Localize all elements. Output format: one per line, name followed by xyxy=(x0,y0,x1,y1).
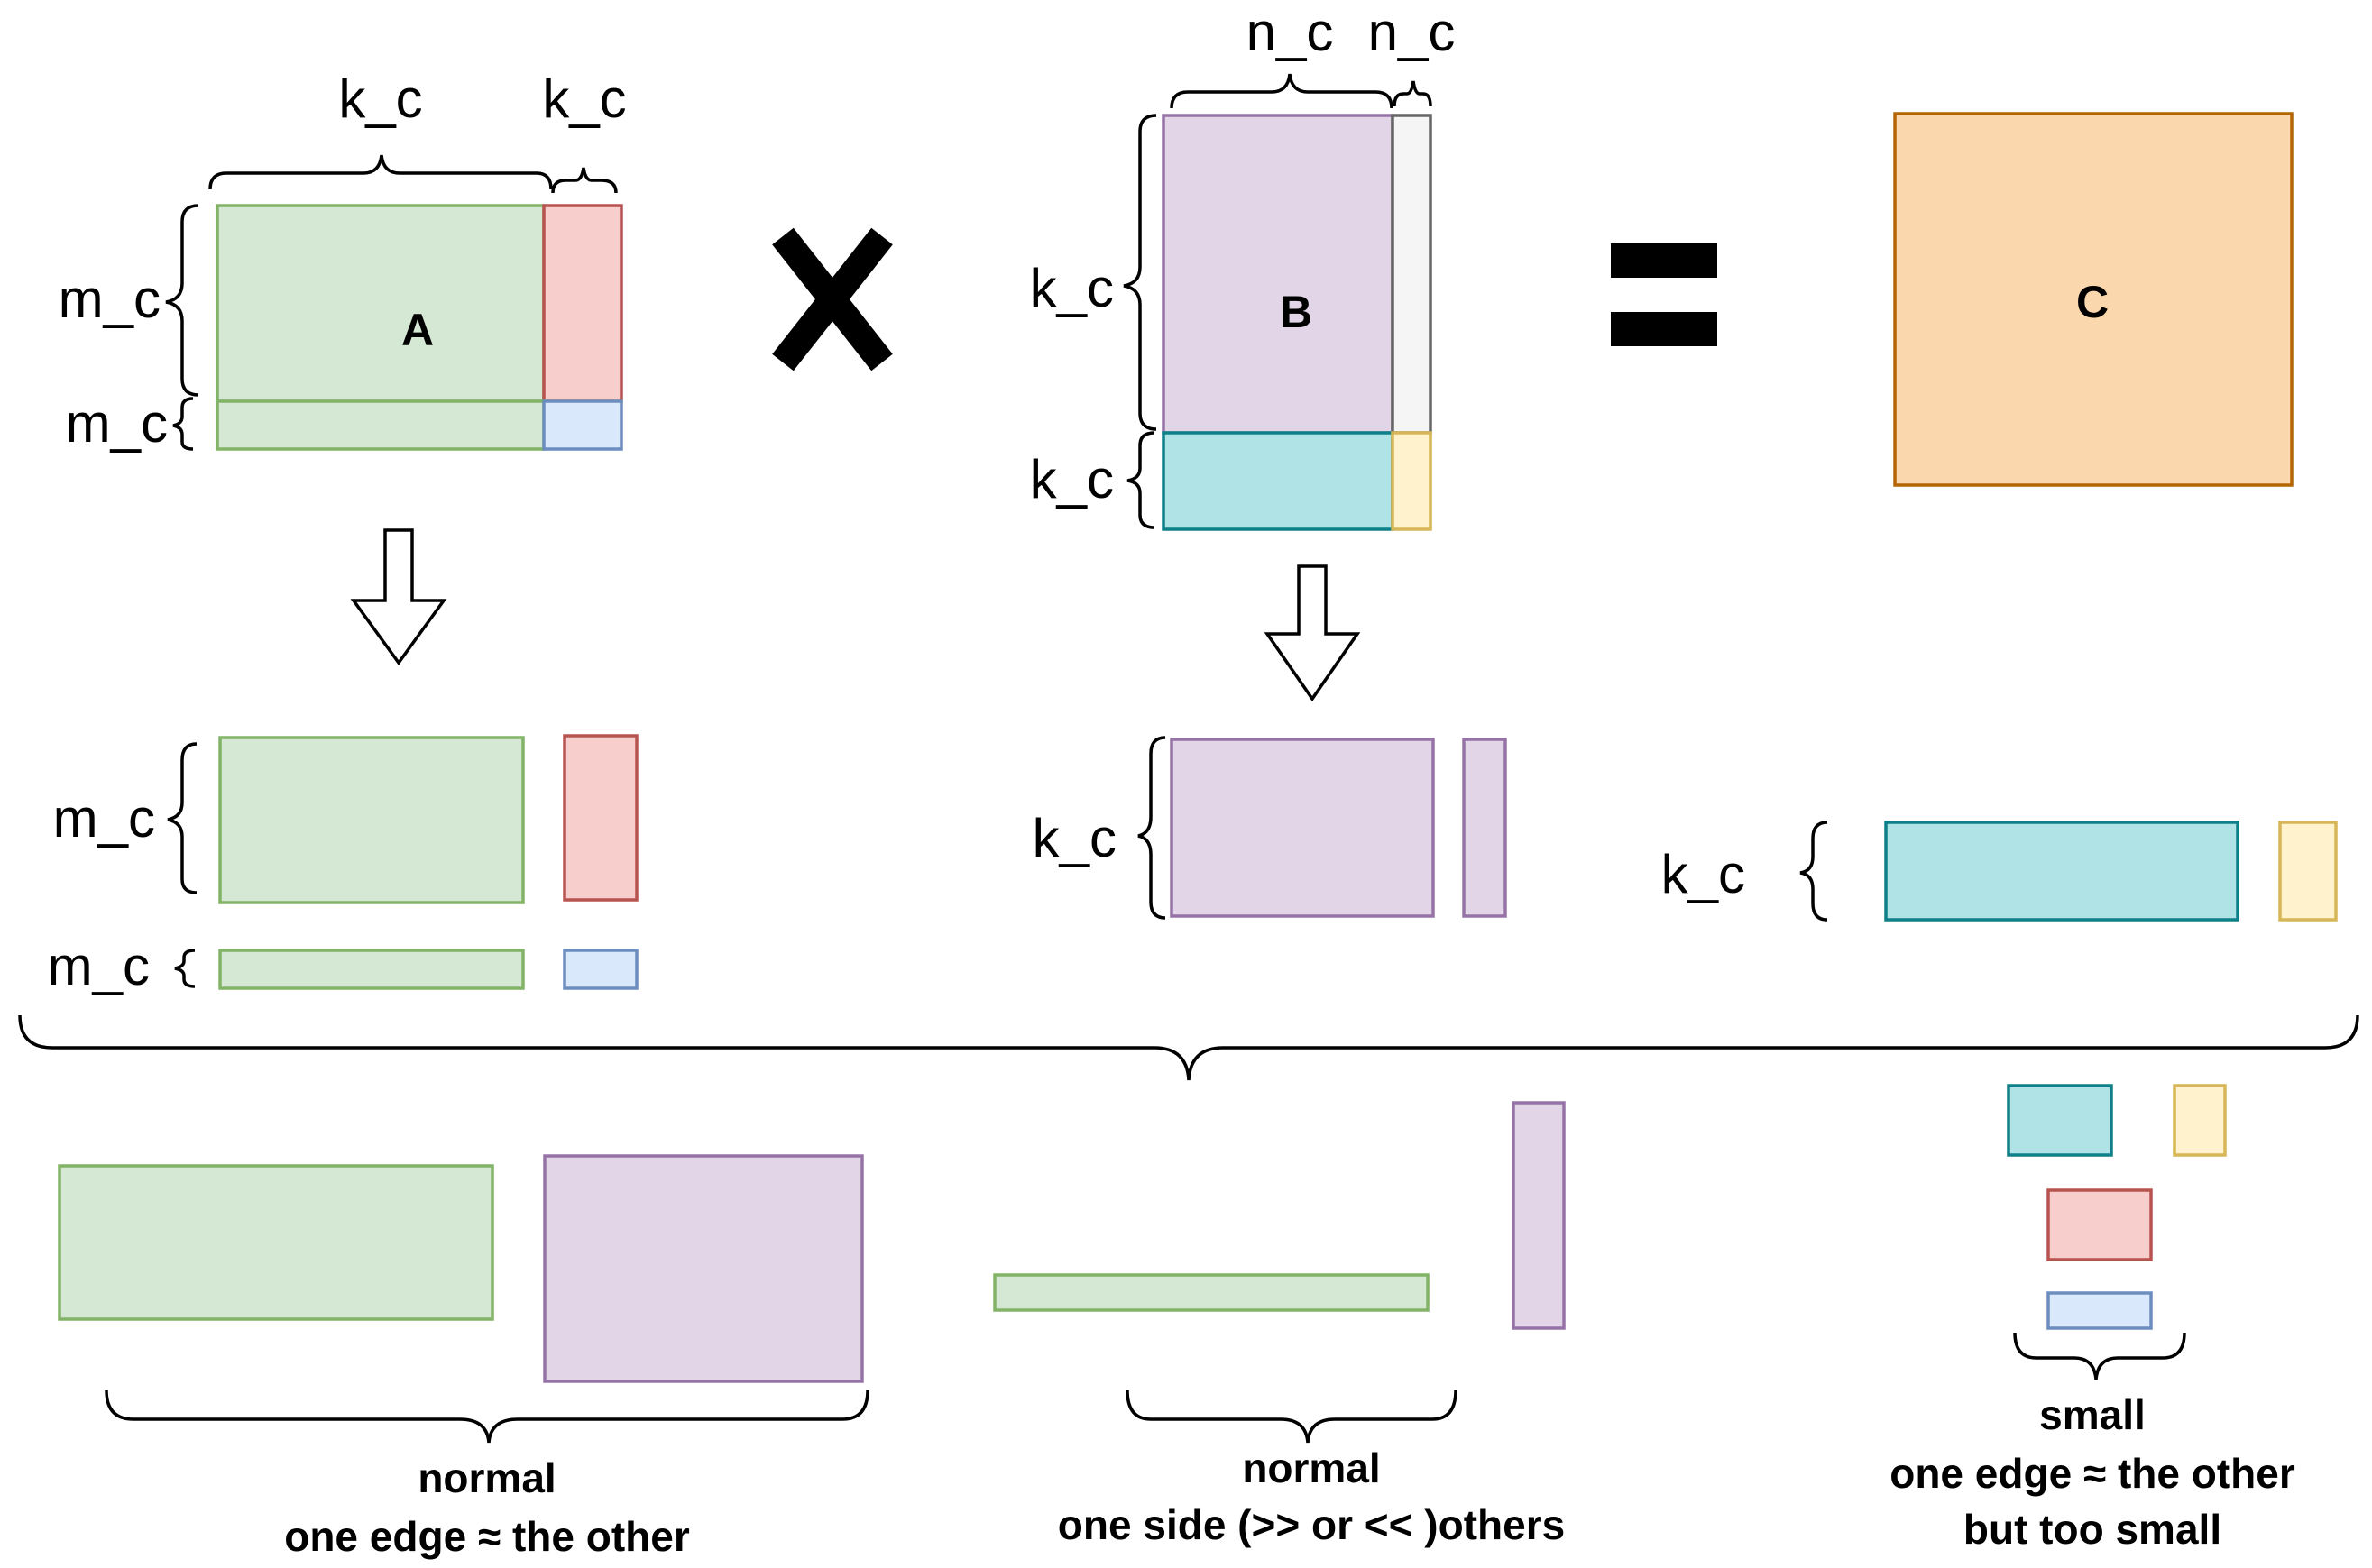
bottom-normal-green-block xyxy=(58,1164,494,1321)
b-bottom-label: k_c xyxy=(1661,844,1745,904)
matrix-c-group: C xyxy=(1893,112,2294,487)
matrix-b-row-label-edge: k_c xyxy=(1030,449,1114,509)
a-split-group: m_c m_c xyxy=(48,734,639,996)
a-split-label-main: m_c xyxy=(53,788,155,848)
down-arrow-a-icon xyxy=(350,528,447,665)
matrix-b-group: B n_c n_c k_c k_c xyxy=(1030,2,1456,531)
b-bottom-yellow-block xyxy=(2278,821,2338,922)
matrix-b-right-edge-block xyxy=(1391,114,1432,435)
b-split-brace xyxy=(1137,736,1166,920)
a-split-brace-main xyxy=(167,742,198,894)
bottom-small-blue-block xyxy=(2046,1291,2153,1330)
b-split-main-block xyxy=(1170,738,1435,918)
matrix-b-col-label-main: n_c xyxy=(1246,2,1334,62)
matrix-a-row-label-main: m_c xyxy=(59,269,161,329)
bottom-normal-group: normal one edge ≈ the other xyxy=(58,1154,869,1560)
matrix-b-main-block xyxy=(1162,114,1394,435)
bottom-small-cyan-block xyxy=(2007,1084,2113,1157)
bottom-normal-caption-1: normal xyxy=(418,1454,556,1501)
matrix-a-corner-block xyxy=(542,399,623,451)
matrix-a-label: A xyxy=(401,305,434,355)
matrix-c-label: C xyxy=(2076,277,2109,327)
matrix-b-left-brace-main xyxy=(1123,114,1157,431)
a-split-bottom-block xyxy=(218,949,525,990)
matrix-c-block xyxy=(1893,112,2294,487)
a-split-main-block xyxy=(218,736,525,904)
bottom-normal-purple-block xyxy=(543,1154,864,1383)
b-bottom-split-group: k_c xyxy=(1661,821,2338,922)
multiply-icon xyxy=(772,227,893,371)
bottom-small-group: small one edge ≈ the other but too small xyxy=(1889,1084,2295,1553)
matrix-b-top-brace-main xyxy=(1170,73,1393,109)
matrix-a-col-label-edge: k_c xyxy=(542,69,626,129)
matrix-a-left-brace-edge xyxy=(172,397,194,451)
matrix-a-bottom-edge-block xyxy=(216,399,546,451)
bottom-skinny-caption-2: one side (>> or << )others xyxy=(1058,1501,1565,1548)
matrix-a-top-brace-main xyxy=(208,154,553,190)
grouping-brace xyxy=(18,1014,2359,1081)
bottom-normal-brace xyxy=(105,1389,869,1444)
matrix-a-col-label-main: k_c xyxy=(338,69,422,129)
down-arrow-b-icon xyxy=(1264,564,1361,702)
equals-icon xyxy=(1611,243,1717,346)
bottom-skinny-purple-block xyxy=(1512,1101,1566,1330)
bottom-skinny-caption-1: normal xyxy=(1242,1444,1380,1491)
matrix-b-label: B xyxy=(1280,287,1312,337)
matrix-b-corner-block xyxy=(1391,431,1432,531)
b-bottom-cyan-block xyxy=(1884,821,2239,922)
bottom-small-yellow-block xyxy=(2173,1084,2227,1157)
matrix-a-left-brace-main xyxy=(165,204,199,397)
matrix-a-main-block xyxy=(216,204,546,403)
a-split-corner-block xyxy=(563,949,639,990)
a-split-brace-edge xyxy=(174,949,196,988)
bottom-skinny-brace xyxy=(1126,1389,1457,1444)
b-split-group: k_c xyxy=(1033,736,1507,920)
matrix-a-top-brace-edge xyxy=(551,167,618,194)
bottom-small-brace xyxy=(2013,1332,2186,1380)
matrix-a-group: A k_c k_c m_c m_c xyxy=(59,69,627,454)
matrix-a-right-edge-block xyxy=(542,204,623,403)
matrix-b-top-brace-edge xyxy=(1393,80,1432,107)
matrix-b-left-brace-edge xyxy=(1126,431,1155,529)
matrix-a-row-label-edge: m_c xyxy=(66,393,168,454)
bottom-small-caption-2: one edge ≈ the other xyxy=(1889,1450,2295,1497)
matrix-b-row-label-main: k_c xyxy=(1030,258,1114,318)
b-bottom-brace xyxy=(1799,821,1828,922)
bottom-small-caption-3: but too small xyxy=(1963,1506,2221,1553)
a-split-label-edge: m_c xyxy=(48,936,150,996)
b-split-right-block xyxy=(1462,738,1507,918)
bottom-small-caption-1: small xyxy=(2039,1391,2146,1438)
bottom-small-red-block xyxy=(2046,1188,2153,1261)
matrix-b-bottom-edge-block xyxy=(1162,431,1394,531)
bottom-skinny-green-block xyxy=(993,1273,1430,1312)
bottom-normal-caption-2: one edge ≈ the other xyxy=(284,1513,690,1560)
b-split-label: k_c xyxy=(1033,808,1117,868)
matrix-b-col-label-edge: n_c xyxy=(1368,2,1456,62)
a-split-right-block xyxy=(563,734,639,902)
bottom-skinny-group: normal one side (>> or << )others xyxy=(993,1101,1566,1548)
